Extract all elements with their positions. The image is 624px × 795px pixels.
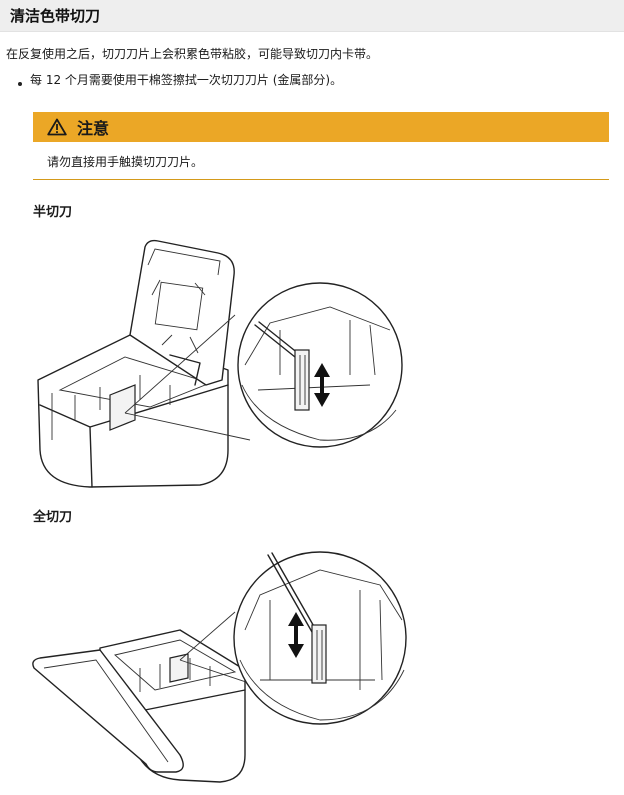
caution-header: 注意 xyxy=(33,112,609,142)
intro-text: 在反复使用之后，切刀刀片上会积累色带粘胶，可能导致切刀内卡带。 xyxy=(6,47,379,61)
section-heading-half-cut: 半切刀 xyxy=(33,205,73,220)
list-item: 每 12 个月需要使用干棉签擦拭一次切刀刀片 (金属部分)。 xyxy=(18,72,342,88)
title-bar: 清洁色带切刀 xyxy=(0,0,624,32)
page-title: 清洁色带切刀 xyxy=(10,7,101,25)
bullet-dot-icon xyxy=(18,81,22,86)
bullet-text: 每 12 个月需要使用干棉签擦拭一次切刀刀片 (金属部分)。 xyxy=(30,73,343,87)
caution-box: 注意 请勿直接用手触摸切刀刀片。 xyxy=(33,112,609,180)
section-heading-full-cut: 全切刀 xyxy=(33,510,73,525)
caution-label: 注意 xyxy=(77,119,110,138)
full-cutter-illustration xyxy=(32,551,407,783)
caution-text: 请勿直接用手触摸切刀刀片。 xyxy=(47,155,204,169)
warning-triangle-icon xyxy=(47,118,67,136)
half-cutter-illustration xyxy=(37,239,403,488)
